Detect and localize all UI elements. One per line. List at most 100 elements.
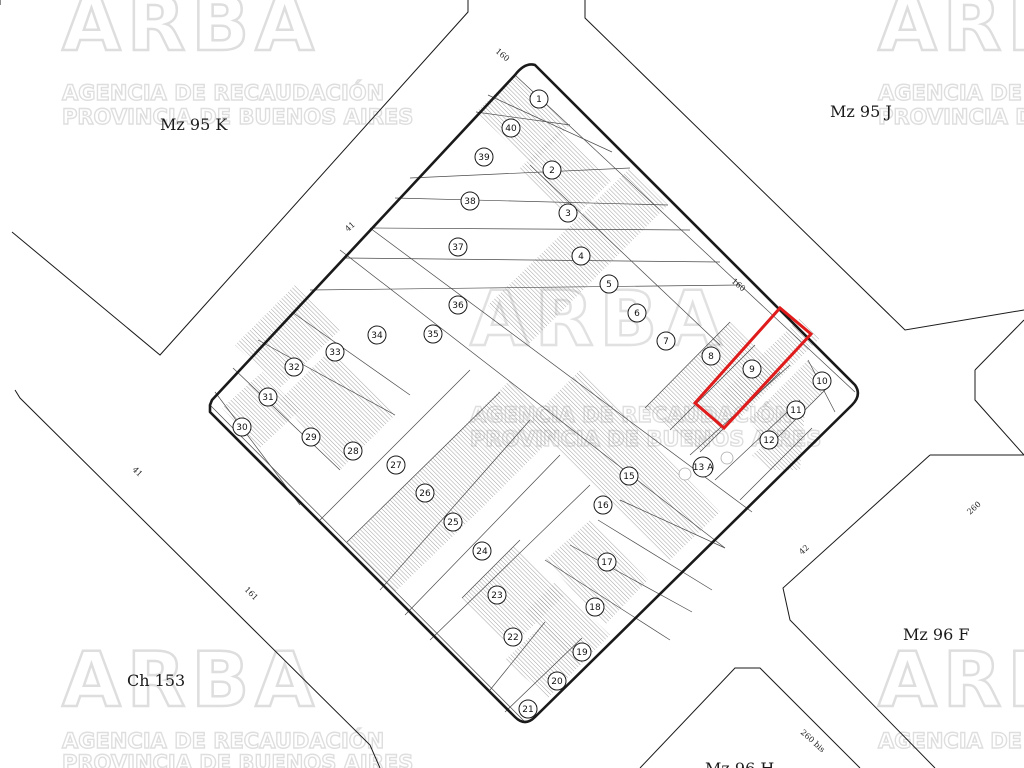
lot-marker[interactable]: 6 <box>627 303 647 323</box>
lot-number: 28 <box>347 447 359 457</box>
lot-number: 23 <box>491 591 502 601</box>
lot-marker[interactable]: 15 <box>619 466 639 486</box>
block-outline-mz95k <box>11 0 469 356</box>
lot-number: 9 <box>749 365 755 375</box>
sub-lot-marker <box>678 467 692 481</box>
lot-number: 1 <box>536 95 542 105</box>
lot-number: 40 <box>505 124 517 134</box>
block-labels: Mz 95 K Mz 95 J Ch 153 Mz 96 F Mz 96 H <box>127 102 969 768</box>
block-label-mz96f: Mz 96 F <box>903 625 969 644</box>
lot-marker[interactable]: 18 <box>585 597 605 617</box>
watermark-line2: PROVINCIA DE BUENOS AIRES <box>62 105 413 129</box>
lot-number: 8 <box>708 352 714 362</box>
watermark-line1: AGENCIA DE RECAUDACIÓN <box>62 80 384 105</box>
lot-marker[interactable]: 17 <box>597 552 617 572</box>
street-label-161: 161 <box>243 585 260 602</box>
street-label-260-bis: 260 bis <box>799 728 827 755</box>
lot-marker[interactable]: 5 <box>599 274 619 294</box>
lot-number: 27 <box>390 461 401 471</box>
lot-number: 2 <box>549 166 555 176</box>
lot-marker[interactable]: 19 <box>572 642 592 662</box>
lot-number: 25 <box>447 518 458 528</box>
lot-marker[interactable]: 32 <box>284 357 304 377</box>
lot-marker[interactable]: 8 <box>701 346 721 366</box>
hatched-areas <box>222 75 830 698</box>
lot-marker[interactable]: 12 <box>759 430 779 450</box>
lot-number: 29 <box>305 433 317 443</box>
lot-marker[interactable]: 23 <box>487 585 507 605</box>
lot-marker[interactable]: 13 A <box>692 456 714 478</box>
lot-number: 7 <box>663 337 669 347</box>
lot-markers: 1 2 3 4 5 6 7 8 9 10 11 12 13 A 15 16 17… <box>232 89 832 719</box>
lot-marker[interactable]: 7 <box>656 331 676 351</box>
lot-marker[interactable]: 25 <box>443 512 463 532</box>
sub-lot-marker <box>720 451 734 465</box>
lot-lines <box>209 74 856 723</box>
lot-marker[interactable]: 1 <box>529 89 549 109</box>
highlighted-lot-outline[interactable] <box>692 305 814 431</box>
lot-marker[interactable]: 26 <box>415 483 435 503</box>
lot-number: 15 <box>623 472 634 482</box>
lot-marker[interactable]: 21 <box>518 699 538 719</box>
lot-marker[interactable]: 4 <box>571 246 591 266</box>
block-label-mz96h: Mz 96 H <box>705 759 774 768</box>
lot-number: 30 <box>236 423 248 433</box>
block-label-ch153: Ch 153 <box>127 671 185 690</box>
lot-marker[interactable]: 34 <box>367 325 387 345</box>
lot-number: 34 <box>371 331 383 341</box>
lot-marker[interactable]: 37 <box>448 237 468 257</box>
lot-marker[interactable]: 36 <box>448 295 468 315</box>
lot-marker[interactable]: 10 <box>812 371 832 391</box>
lot-number: 36 <box>452 301 464 311</box>
lot-number: 5 <box>606 280 612 290</box>
lot-number: 38 <box>464 197 476 207</box>
lot-number: 32 <box>288 363 299 373</box>
watermark-line1: AGENCIA DE RECAUDACIÓN <box>878 728 1024 753</box>
lot-number: 35 <box>427 330 438 340</box>
lot-marker[interactable]: 24 <box>472 541 492 561</box>
lot-marker[interactable]: 11 <box>786 400 806 420</box>
lot-number: 17 <box>601 558 612 568</box>
block-boundary <box>208 63 860 724</box>
lot-number: 11 <box>790 406 801 416</box>
watermark-line2: PROVINCIA DE BUENOS AIRES <box>62 751 413 768</box>
street-label-260: 260 <box>965 500 982 517</box>
street-label-41-far: 41 <box>131 465 145 479</box>
lot-number: 37 <box>452 243 463 253</box>
lot-marker[interactable]: 16 <box>593 495 613 515</box>
block-label-mz95j: Mz 95 J <box>830 102 892 121</box>
lot-marker[interactable]: 2 <box>542 160 562 180</box>
lot-marker[interactable]: 20 <box>547 671 567 691</box>
lot-number: 19 <box>576 648 588 658</box>
lot-marker[interactable]: 3 <box>558 203 578 223</box>
lot-marker[interactable]: 33 <box>325 342 345 362</box>
block-outline-right-edge <box>974 319 1024 371</box>
lot-marker[interactable]: 38 <box>460 191 480 211</box>
lot-marker[interactable]: 22 <box>503 627 523 647</box>
lot-marker[interactable]: 9 <box>742 359 762 379</box>
lot-marker[interactable]: 28 <box>343 441 363 461</box>
lot-marker[interactable]: 27 <box>386 455 406 475</box>
sub-lot-markers <box>678 451 734 481</box>
lot-marker[interactable]: 29 <box>301 427 321 447</box>
block-outline-mz95j <box>584 0 1024 331</box>
lot-number: 33 <box>329 348 340 358</box>
lot-marker[interactable]: 40 <box>501 118 521 138</box>
lot-number: 24 <box>476 547 488 557</box>
lot-marker[interactable]: 30 <box>232 417 252 437</box>
lot-number: 20 <box>551 677 563 687</box>
lot-number: 3 <box>565 209 571 219</box>
lot-marker[interactable]: 39 <box>474 147 494 167</box>
street-label-41-left: 41 <box>343 220 357 234</box>
watermark-line1: AGENCIA DE RECAUDACIÓN <box>878 80 1024 105</box>
lot-number: 22 <box>507 633 518 643</box>
block-outline-mz96h <box>639 667 861 768</box>
watermark-brand: ARBA <box>878 635 1024 724</box>
lot-number: 26 <box>419 489 431 499</box>
lot-number: 4 <box>578 252 584 262</box>
lot-marker[interactable]: 31 <box>258 387 278 407</box>
lot-number: 39 <box>478 153 490 163</box>
lot-marker[interactable]: 35 <box>423 324 443 344</box>
